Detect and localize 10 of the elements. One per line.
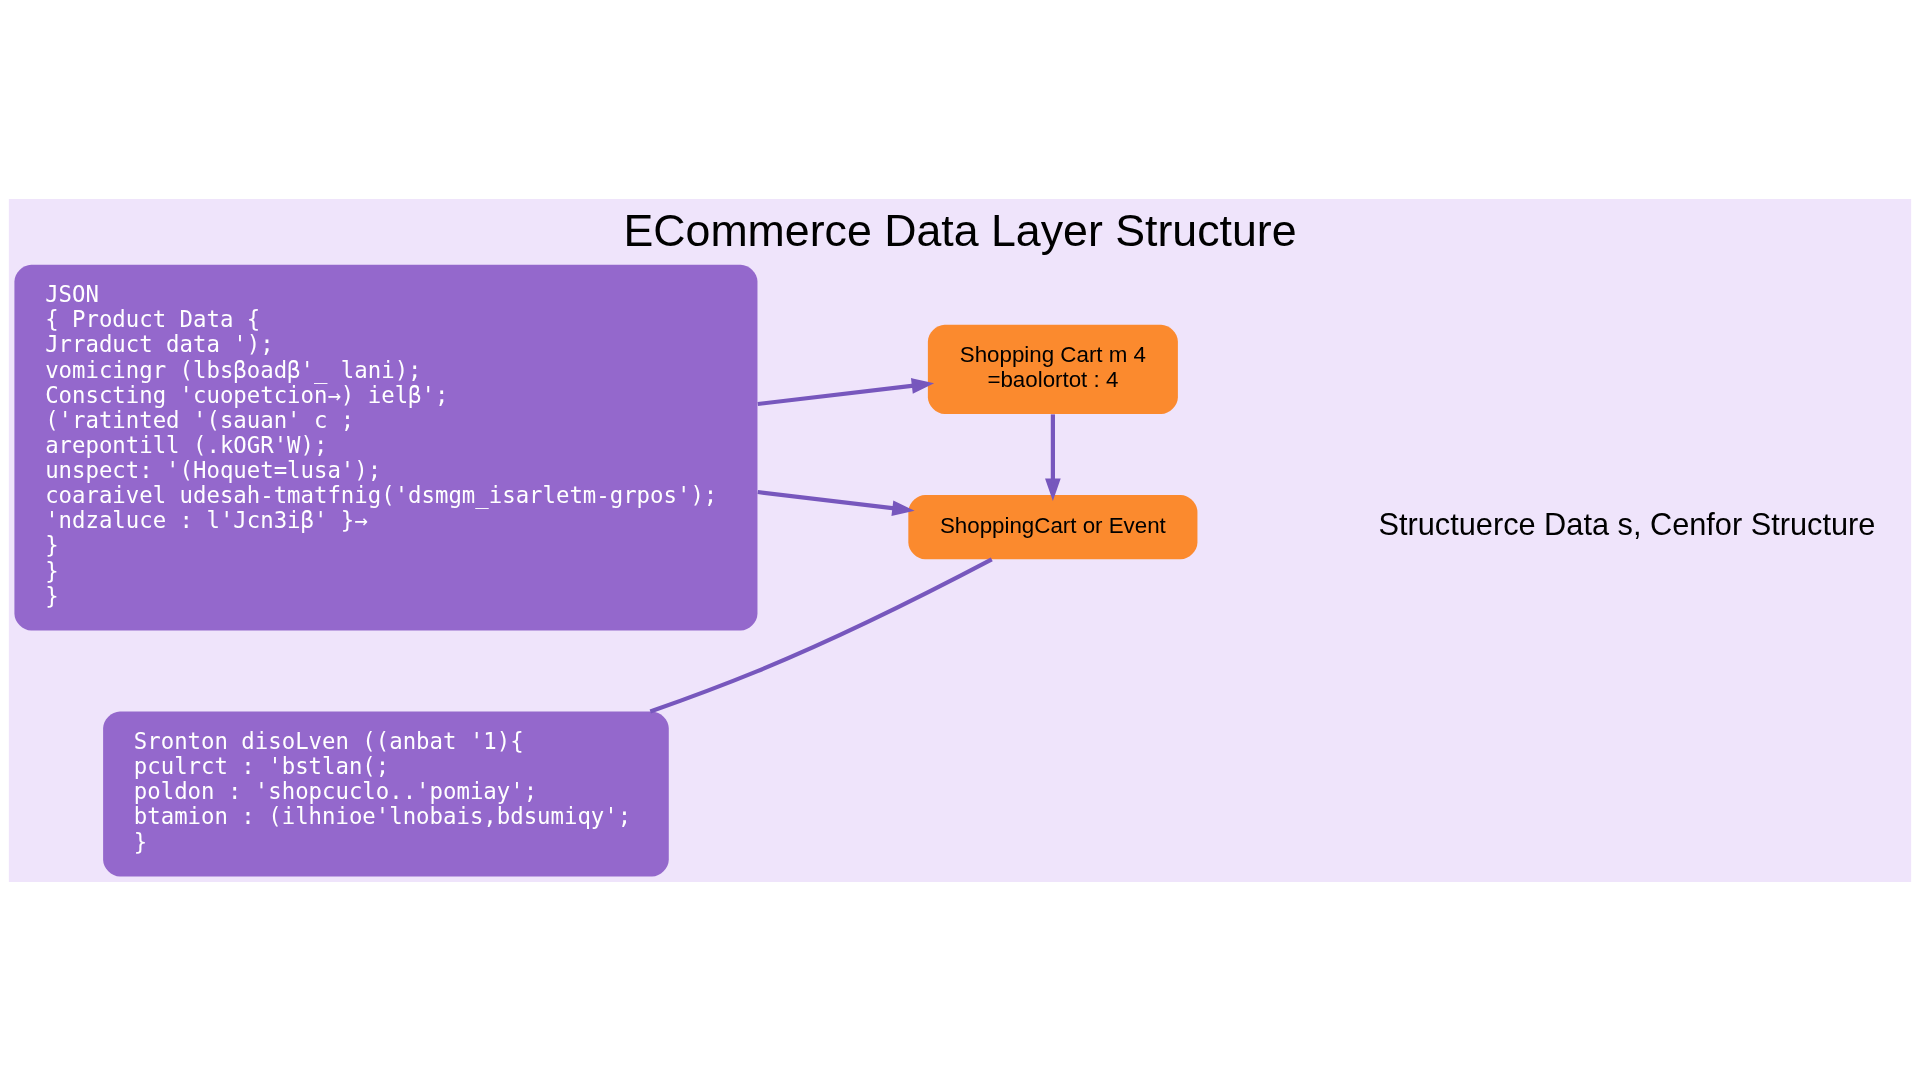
arrow <box>1045 413 1061 501</box>
label: Structuerce Data s, Cenfor Structure <box>1378 506 1876 542</box>
node-box: JSON { Product Data { Jrraduct data '); vomicingr (lbsβoadβ'_ lani); Conscting 'cuopetcion→) ielβ'; ('ratinted '(sauan' c ; arepontill (.kOGR'W); unspect: '(Hoquet=lusa'); coaraivel udesah-tmatfnig('dsmgm_isarletm-grpos'); 'ndzaluce : l'Jcn3iβ' }→ } } } <box>14 264 758 631</box>
node-box: Sronton disoLven ((anbat '1){ pculrct : 'bstlan(; poldon : 'shopcuclo..'pomiay'; btamion : (ilhnioe'lnobais,bdsumiqy'; } <box>103 711 669 876</box>
arrow <box>757 377 935 406</box>
connector <box>649 557 993 713</box>
node-box: Shopping Cart m 4 =baolortot : 4 <box>927 324 1178 414</box>
diagram-title: ECommerce Data Layer Structure <box>623 205 1297 255</box>
arrow <box>757 489 915 516</box>
node-box: ShoppingCart or Event <box>908 494 1198 559</box>
